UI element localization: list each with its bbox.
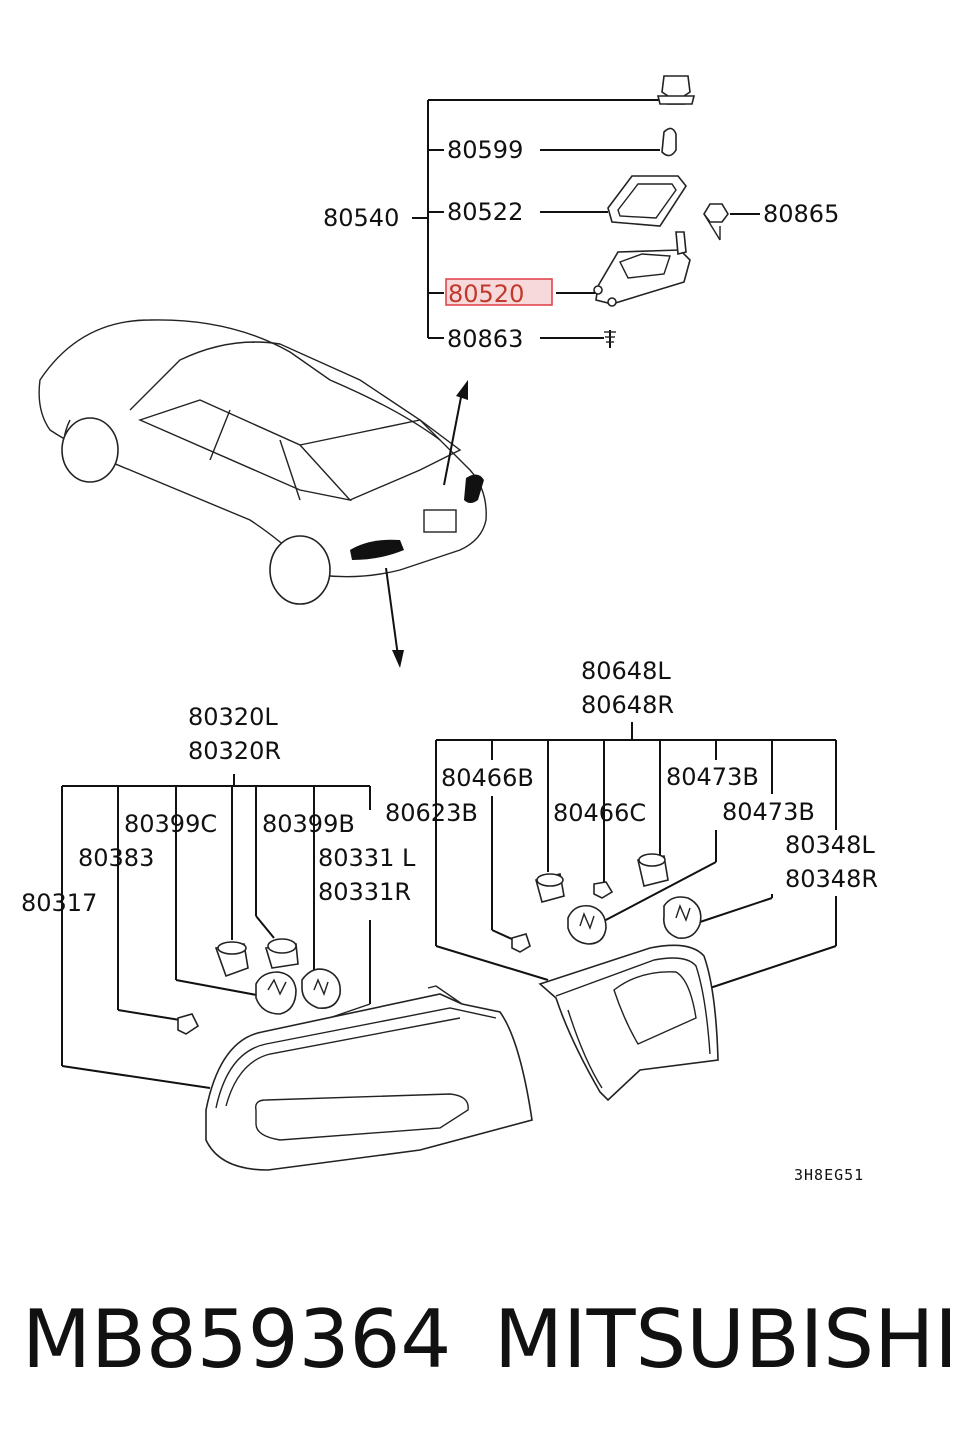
bulb-socket-icon [214, 941, 249, 978]
clip-icon [177, 1013, 200, 1035]
label-80331L: 80331 L [318, 844, 416, 872]
clip-nut-icon [703, 203, 729, 223]
clip-icon [593, 881, 614, 899]
bulb-icon [255, 971, 297, 1015]
inner-tail-lamp-group [435, 722, 837, 991]
label-80399B: 80399B [262, 810, 355, 838]
label-80863: 80863 [447, 325, 523, 353]
car-illustration [38, 319, 487, 668]
label-80331R: 80331R [318, 878, 411, 906]
label-80599: 80599 [447, 136, 523, 164]
screw-icon [604, 330, 616, 348]
label-80317: 80317 [21, 889, 97, 917]
part-number: MB859364 [22, 1293, 452, 1386]
label-80865: 80865 [763, 200, 839, 228]
label-80473B-upper: 80473B [666, 763, 759, 791]
label-80648L: 80648L [581, 657, 671, 685]
footer: MB859364 MITSUBISHI [0, 1290, 960, 1400]
bulb-icon [301, 968, 342, 1010]
bulb-socket-icon [264, 938, 299, 969]
clip-icon [511, 933, 531, 953]
label-80520: 80520 [448, 280, 524, 308]
label-80320R: 80320R [188, 737, 281, 765]
bulb-socket-icon [535, 873, 565, 903]
label-80348L: 80348L [785, 831, 875, 859]
lens-gasket-icon [607, 175, 687, 227]
label-80466C: 80466C [553, 799, 646, 827]
license-lamp-assembly-group [412, 99, 760, 339]
label-80623B: 80623B [385, 799, 478, 827]
license-lamp-housing-icon [593, 231, 691, 307]
bulb-socket-icon [637, 853, 669, 887]
label-80522: 80522 [447, 198, 523, 226]
label-80320L: 80320L [188, 703, 278, 731]
label-80383: 80383 [78, 844, 154, 872]
label-80466B: 80466B [441, 764, 534, 792]
outer-tail-lamp-icon [205, 985, 533, 1171]
inner-tail-lamp-icon [538, 944, 719, 1102]
diagram-reference-code: 3H8EG51 [794, 1166, 864, 1184]
highlight-box [445, 278, 553, 306]
label-80540: 80540 [323, 204, 399, 232]
bulb-icon [567, 904, 607, 945]
socket-icon [656, 75, 696, 105]
outer-tail-lamp-group [61, 774, 371, 1089]
wedge-bulb-icon [661, 127, 677, 157]
brand-name: MITSUBISHI [494, 1293, 958, 1386]
label-80399C: 80399C [124, 810, 217, 838]
label-80473B-lower: 80473B [722, 798, 815, 826]
bulb-icon [662, 896, 702, 940]
label-80348R: 80348R [785, 865, 878, 893]
label-80648R: 80648R [581, 691, 674, 719]
